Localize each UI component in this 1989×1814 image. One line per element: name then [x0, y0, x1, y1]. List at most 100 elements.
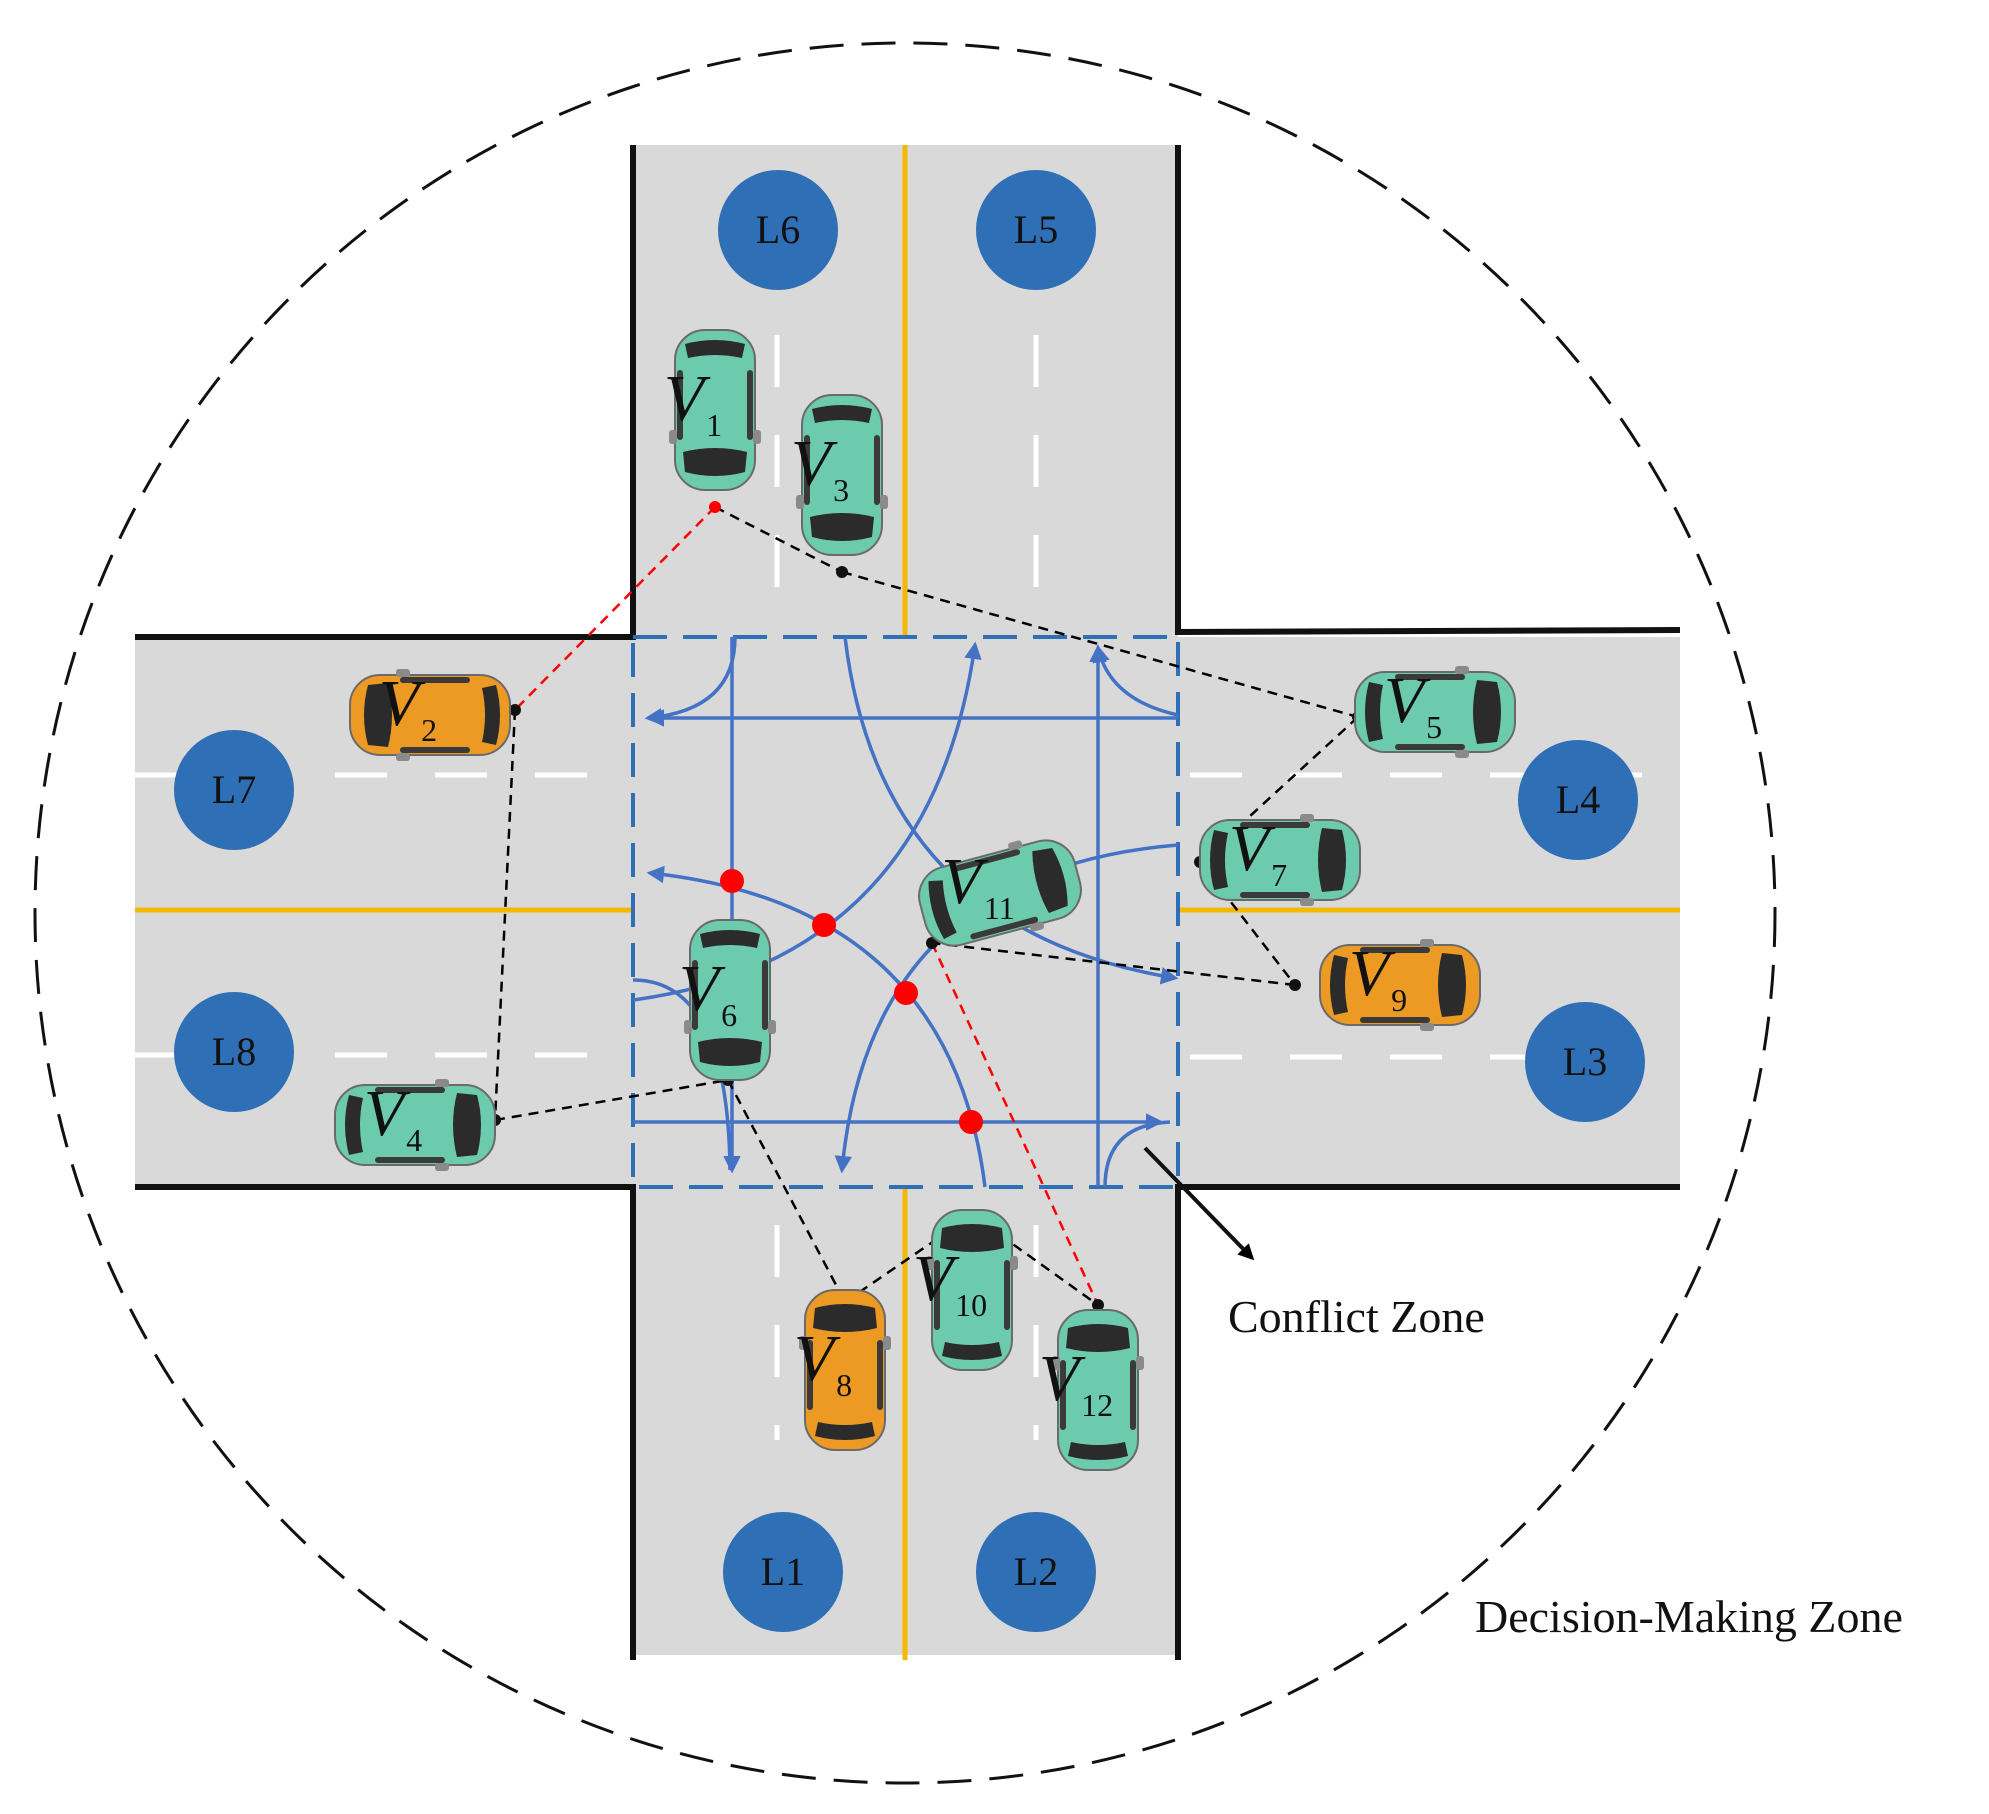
center-lines [135, 145, 1680, 1660]
vehicle-v9: V9 [1319, 937, 1481, 1031]
lane-label: L5 [1014, 207, 1058, 252]
conflict-point [720, 869, 744, 893]
vehicle-v5: V5 [1354, 664, 1516, 758]
lane-label: L8 [212, 1029, 256, 1074]
vehicle-v4: V4 [334, 1077, 496, 1171]
car-window [1032, 847, 1068, 914]
svg-text:V2: V2 [379, 667, 437, 748]
vehicle-index: 2 [421, 712, 437, 748]
vehicle-index: 4 [406, 1122, 422, 1158]
lane-badge-l4: L4 [1518, 740, 1638, 860]
vehicle-letter: V [679, 952, 726, 1025]
svg-text:V5: V5 [1384, 664, 1442, 745]
vehicle-index: 8 [836, 1367, 852, 1403]
vehicle-v7: V7 [1199, 812, 1361, 906]
lane-label: L2 [1014, 1549, 1058, 1594]
car-window [1438, 953, 1466, 1017]
svg-text:V6: V6 [679, 952, 737, 1033]
lane-badge-l8: L8 [174, 992, 294, 1112]
vehicle-letter: V [791, 427, 838, 500]
vehicle-v2: V2 [349, 667, 511, 761]
vehicle-v12: V12 [1039, 1309, 1144, 1471]
vehicle-index: 1 [706, 407, 722, 443]
svg-text:V4: V4 [364, 1077, 422, 1158]
lane-label: L7 [212, 767, 256, 812]
conflict-zone-label: Conflict Zone [1228, 1291, 1485, 1342]
car-window [700, 930, 760, 948]
car-window [1068, 1442, 1128, 1460]
car-window [345, 1095, 363, 1155]
vehicle-index: 11 [984, 890, 1015, 926]
vehicle-index: 6 [721, 997, 737, 1033]
car-window [482, 685, 500, 745]
lane-badge-l2: L2 [976, 1512, 1096, 1632]
lane-badge-l5: L5 [976, 170, 1096, 290]
svg-text:V3: V3 [791, 427, 849, 508]
lane-badge-l7: L7 [174, 730, 294, 850]
conflict-zone-boundary [631, 635, 1180, 1189]
car-window [1210, 830, 1228, 890]
vehicle-index: 3 [833, 472, 849, 508]
link [841, 570, 1359, 719]
conflict-point [894, 981, 918, 1005]
lane-label: L3 [1563, 1039, 1607, 1084]
vehicle-v6: V6 [679, 919, 776, 1081]
vehicle-letter: V [1229, 812, 1276, 885]
vehicle-letter: V [364, 1077, 411, 1150]
link [714, 505, 843, 574]
svg-text:V7: V7 [1229, 812, 1287, 893]
link-node-conflict [709, 501, 721, 513]
vehicle-v11: V11 [918, 839, 1082, 947]
conflict-points [720, 869, 983, 1134]
conflict-point [959, 1110, 983, 1134]
car-window [942, 1342, 1002, 1360]
car-window [698, 1038, 762, 1066]
link [493, 709, 517, 1121]
lane-badge-l3: L3 [1525, 1002, 1645, 1122]
car-window [685, 340, 745, 358]
car-window [364, 683, 392, 747]
vehicle-letter: V [1039, 1342, 1086, 1415]
car-window [683, 448, 747, 476]
vehicle-index: 9 [1391, 982, 1407, 1018]
decision-making-zone-boundary [33, 41, 1777, 1785]
lane-badge-l6: L6 [718, 170, 838, 290]
conflict-point [812, 913, 836, 937]
car-window [1365, 682, 1383, 742]
car-window [810, 513, 874, 541]
lane-badge-l1: L1 [723, 1512, 843, 1632]
link [931, 941, 1296, 987]
lane-label: L4 [1556, 777, 1600, 822]
link [494, 1078, 729, 1122]
vehicle-letter: V [379, 667, 426, 740]
vehicle-letter: V [913, 1242, 960, 1315]
vehicle-letter: V [664, 362, 711, 435]
vehicle-v10: V10 [913, 1209, 1018, 1371]
svg-text:V1: V1 [664, 362, 722, 443]
link [726, 1079, 847, 1303]
car-window [813, 1304, 877, 1332]
path-right-turn-ne [1092, 644, 1179, 717]
car-window [928, 880, 957, 940]
lane-label: L1 [761, 1549, 805, 1594]
car-window [815, 1422, 875, 1440]
vehicle-letter: V [1349, 937, 1396, 1010]
car-window [1318, 828, 1346, 892]
vehicle-index: 5 [1426, 709, 1442, 745]
svg-text:V9: V9 [1349, 937, 1407, 1018]
vehicle-index: 10 [955, 1287, 987, 1323]
path-right-turn-se [1103, 1120, 1171, 1188]
vehicle-v3: V3 [791, 394, 888, 556]
vehicle-v1: V1 [664, 329, 761, 491]
vehicle-index: 12 [1081, 1387, 1113, 1423]
lane-label: L6 [756, 207, 800, 252]
svg-text:V8: V8 [794, 1322, 852, 1403]
link-conflict [930, 942, 1100, 1306]
communication-links [493, 505, 1359, 1307]
vehicle-letter: V [941, 845, 988, 918]
car-window [1066, 1324, 1130, 1352]
svg-text:V12: V12 [1039, 1342, 1113, 1423]
vehicle-index: 7 [1271, 857, 1287, 893]
